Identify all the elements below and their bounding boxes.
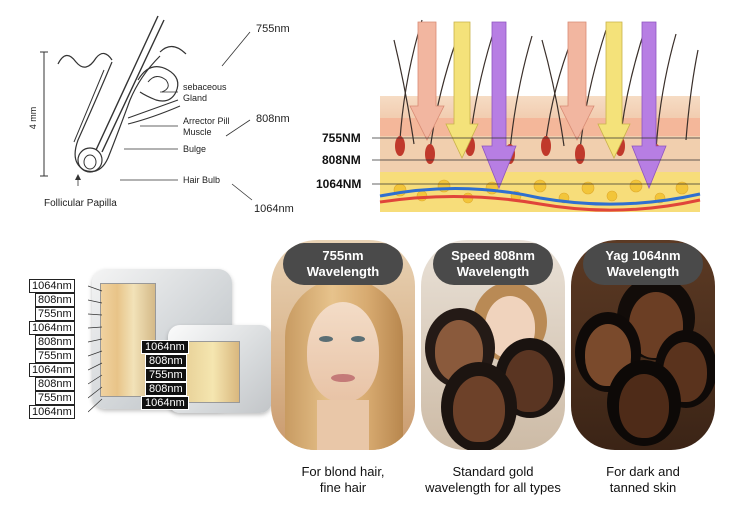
card-title-line1: 755nm	[322, 248, 364, 263]
face-front	[619, 374, 669, 438]
depth-label: 4 mm	[28, 107, 38, 130]
left-stack-connectors	[88, 285, 103, 413]
card-title-line1: Yag 1064nm	[605, 248, 681, 263]
caption-line1: For dark and	[606, 464, 680, 479]
wavelength-label-755: 755nm	[256, 23, 290, 35]
caption-line1: For blond hair,	[301, 464, 385, 479]
papilla-label: Follicular Papilla	[44, 198, 117, 209]
right-stack-label: 1064nm	[141, 396, 189, 410]
hair-follicle-diagram: 4 mm 755nm 808nm 1064nm sebaceous Gland …	[28, 15, 294, 215]
device-illustration: 1064nm 808nm 755nm 1064nm 808nm 755nm 10…	[0, 255, 290, 455]
left-stack-label: 808nm	[35, 377, 75, 391]
left-stack-label: 1064nm	[29, 405, 75, 419]
face-portrait	[307, 302, 379, 402]
card-755: 755nm Wavelength	[271, 240, 415, 450]
sebaceous-label: sebaceous	[183, 82, 227, 92]
caption-line2: fine hair	[319, 480, 367, 495]
bulge-label: Bulge	[183, 144, 206, 154]
card-1064: Yag 1064nm Wavelength	[571, 240, 715, 450]
wavelength-label-808: 808nm	[256, 113, 290, 125]
left-stack-label: 755nm	[35, 349, 75, 363]
arrector-label-2: Muscle	[183, 127, 212, 137]
right-wavelength-stack: 1064nm 808nm 755nm 808nm 1064nm	[141, 340, 197, 412]
left-stack-label: 808nm	[35, 335, 75, 349]
arrector-label-1: Arrector Pill	[183, 116, 230, 126]
left-stack-label: 755nm	[35, 307, 75, 321]
left-stack-label: 1064nm	[29, 321, 75, 335]
card-title-line1: Speed 808nm	[451, 248, 535, 263]
card-title-line2: Wavelength	[456, 264, 530, 279]
card-title-line2: Wavelength	[606, 264, 680, 279]
card-755-header: 755nm Wavelength	[283, 243, 403, 285]
caption-line2: wavelength for all types	[425, 480, 561, 495]
depth-755-label: 755NM	[322, 131, 361, 145]
wavelength-label-1064: 1064nm	[254, 203, 294, 215]
card-808-caption: Standard gold wavelength for all types	[408, 464, 578, 496]
card-1064-caption: For dark and tanned skin	[558, 464, 728, 496]
left-stack-label: 1064nm	[29, 363, 75, 377]
card-755-caption: For blond hair, fine hair	[258, 464, 428, 496]
caption-line1: Standard gold	[452, 464, 534, 479]
face-front	[453, 376, 505, 442]
left-wavelength-stack: 1064nm 808nm 755nm 1064nm 808nm 755nm 10…	[29, 279, 89, 429]
right-stack-label: 1064nm	[141, 340, 189, 354]
card-1064-header: Yag 1064nm Wavelength	[583, 243, 703, 285]
card-808-header: Speed 808nm Wavelength	[433, 243, 553, 285]
right-stack-label: 808nm	[145, 354, 187, 368]
depth-1064-label: 1064NM	[316, 177, 361, 191]
left-stack-label: 755nm	[35, 391, 75, 405]
right-stack-label: 808nm	[145, 382, 187, 396]
skin-cross-section: 755NM 808NM 1064NM	[316, 19, 701, 212]
left-stack-label: 1064nm	[29, 279, 75, 293]
card-title-line2: Wavelength	[306, 264, 380, 279]
card-808: Speed 808nm Wavelength	[421, 240, 565, 450]
gland-label: Gland	[183, 93, 207, 103]
hair-bulb-label: Hair Bulb	[183, 175, 220, 185]
depth-808-label: 808NM	[322, 153, 361, 167]
right-stack-label: 755nm	[145, 368, 187, 382]
left-stack-label: 808nm	[35, 293, 75, 307]
caption-line2: tanned skin	[609, 480, 677, 495]
